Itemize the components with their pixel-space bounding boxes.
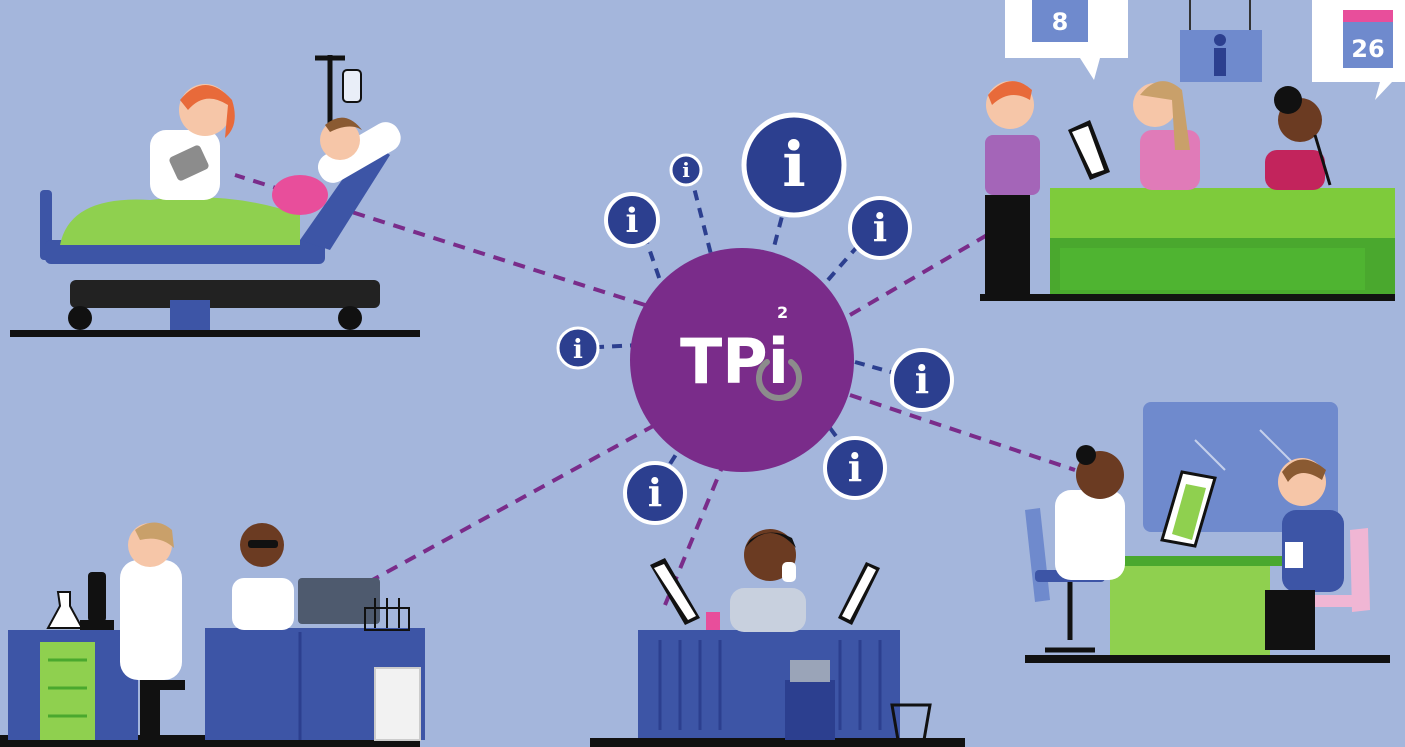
info-icon-glyph: i xyxy=(648,470,662,515)
speech-bubble-left: 8 xyxy=(1005,0,1128,80)
info-icon-glyph: i xyxy=(782,128,806,201)
speech-bubble-right: 26 xyxy=(1312,0,1405,100)
consultation-scene xyxy=(1025,402,1390,663)
hub-label: TPi xyxy=(680,325,789,398)
info-icon-glyph: i xyxy=(682,158,690,182)
info-icon-glyph: i xyxy=(873,205,887,250)
info-icon: i xyxy=(848,196,912,260)
info-icon: i xyxy=(669,153,703,187)
hospital-bed-scene xyxy=(10,55,420,337)
bubble-left-number: 8 xyxy=(1052,8,1069,36)
info-icon: i xyxy=(604,192,660,248)
info-icon: i xyxy=(741,112,847,218)
info-icon: i xyxy=(823,436,887,500)
link-to-consultation xyxy=(849,393,1076,472)
link-to-lab xyxy=(344,423,656,597)
power-icon xyxy=(756,359,802,401)
info-nodes: i i i i i i i i xyxy=(556,112,954,525)
info-icon: i xyxy=(556,326,600,370)
info-icon-glyph: i xyxy=(573,335,583,365)
info-icon-glyph: i xyxy=(915,357,929,402)
call-center-scene xyxy=(590,529,965,747)
hub-superscript: 2 xyxy=(777,303,788,322)
link-info-6 xyxy=(854,360,913,380)
info-icon-glyph: i xyxy=(626,201,639,241)
info-icon-glyph: i xyxy=(848,445,862,490)
link-info-1 xyxy=(638,221,667,296)
reception-desk-scene: 8 26 xyxy=(980,0,1405,301)
info-icon: i xyxy=(623,461,687,525)
info-icon: i xyxy=(890,348,954,412)
laboratory-scene xyxy=(0,522,425,747)
bubble-right-number: 26 xyxy=(1351,35,1384,63)
tpi-hub: TPi 2 xyxy=(630,248,854,472)
